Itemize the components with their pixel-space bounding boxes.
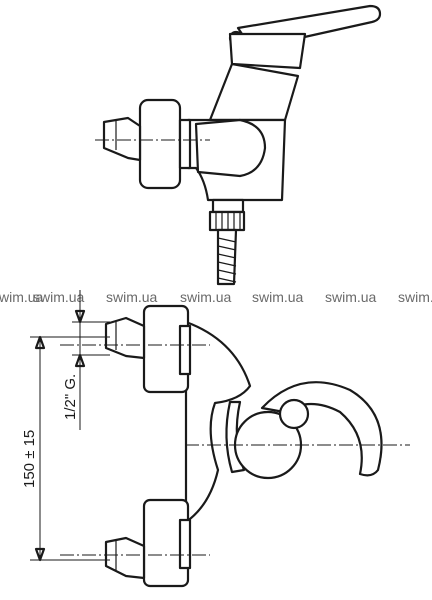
- front-view: [60, 304, 410, 588]
- upper-body: [208, 62, 300, 122]
- dimension-thread: 1/2" G.: [62, 290, 110, 430]
- front-body: [184, 320, 252, 524]
- cartridge-cap: [228, 32, 307, 70]
- body-cup: [194, 118, 267, 178]
- watermark: swim.ua: [180, 289, 232, 305]
- watermark-row: swim.ua swim.ua swim.ua swim.ua swim.ua …: [0, 289, 432, 305]
- dimension-height: 150 ± 15: [21, 335, 110, 562]
- height-dimension-label: 150 ± 15: [21, 430, 38, 488]
- knob-button: [278, 398, 310, 430]
- inlet-fitting: [102, 116, 142, 162]
- watermark: swim.ua: [106, 289, 158, 305]
- side-view: [95, 4, 382, 286]
- outlet-nut: [211, 198, 245, 214]
- watermark: swim.ua: [0, 289, 44, 305]
- outlet-thread: [208, 210, 246, 232]
- watermark: swim.ua: [252, 289, 304, 305]
- rosette-collar: [178, 118, 192, 170]
- watermark: swim.ua: [325, 289, 377, 305]
- upper-inlet: [104, 316, 146, 360]
- lower-inlet: [104, 536, 146, 580]
- thread-dimension-label: 1/2" G.: [62, 374, 79, 420]
- watermark: swim.ua: [398, 289, 432, 305]
- wall-rosette: [138, 98, 182, 190]
- watermark: swim.ua: [33, 289, 85, 305]
